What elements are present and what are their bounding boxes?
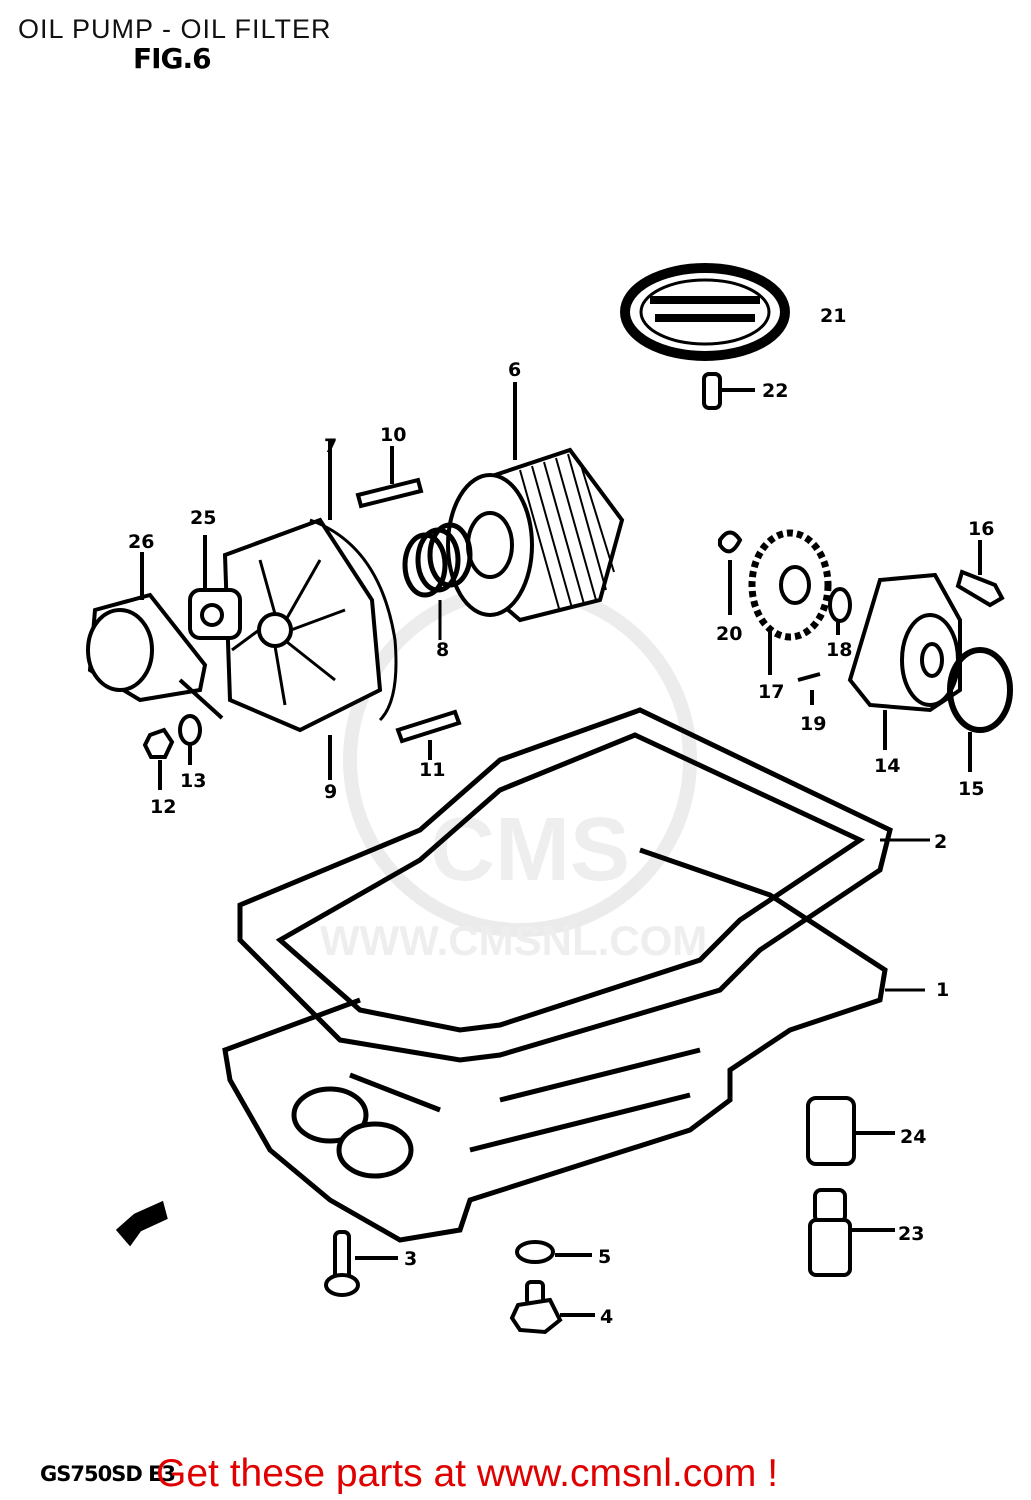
callout-2: 2 [934, 831, 947, 853]
part-14-oil-pump[interactable] [847, 572, 962, 750]
callout-1: 1 [936, 979, 949, 1001]
part-13-washer[interactable] [178, 714, 202, 765]
callout-17: 17 [758, 681, 784, 703]
callout-20: 20 [716, 623, 742, 645]
callout-3: 3 [404, 1248, 417, 1270]
part-1-oil-pan[interactable] [222, 847, 925, 1243]
part-6-oil-filter[interactable] [446, 382, 625, 623]
part-21-gasket[interactable] [620, 263, 790, 361]
part-3-bolt[interactable] [324, 1230, 398, 1297]
callout-12: 12 [150, 796, 176, 818]
part-4-drain-plug[interactable] [509, 1280, 595, 1335]
callout-10: 10 [380, 424, 406, 446]
part-25-fitting[interactable] [188, 535, 242, 640]
callout-25: 25 [190, 507, 216, 529]
front-arrow-icon [115, 1200, 168, 1247]
figure-number: FIG.6 [133, 42, 212, 75]
callout-19: 19 [800, 713, 826, 735]
callout-16: 16 [968, 518, 994, 540]
callout-14: 14 [874, 755, 900, 777]
callout-8: 8 [436, 639, 449, 661]
part-24-fitting[interactable] [806, 1096, 895, 1166]
part-18-washer[interactable] [828, 587, 852, 635]
callout-15: 15 [958, 778, 984, 800]
watermark-url: WWW.CMSNL.COM [320, 917, 707, 964]
model-code: GS750SD E3 [40, 1462, 176, 1486]
part-12-nut[interactable] [142, 727, 175, 790]
callout-6: 6 [508, 359, 521, 381]
part-26-cover-cap[interactable] [86, 552, 224, 720]
callout-9: 9 [324, 781, 337, 803]
part-22-bolt[interactable] [702, 372, 755, 410]
part-11-pin[interactable] [395, 709, 462, 760]
part-9-filter-cover[interactable] [222, 440, 398, 780]
callout-13: 13 [180, 770, 206, 792]
part-17-sprocket[interactable] [748, 529, 832, 675]
callout-labels: 1 2 3 4 5 6 7 8 9 10 11 12 13 14 15 16 1… [128, 305, 994, 1328]
part-16-bolt[interactable] [955, 540, 1005, 608]
callout-11: 11 [419, 759, 445, 781]
watermark-logo: CMS [430, 800, 630, 900]
callout-18: 18 [826, 639, 852, 661]
part-23-sensor[interactable] [808, 1188, 895, 1277]
part-20-key[interactable] [718, 530, 743, 616]
part-2-oil-pan-gasket[interactable] [237, 707, 930, 1063]
callout-5: 5 [598, 1246, 611, 1268]
promo-link[interactable]: Get these parts at www.cmsnl.com ! [156, 1452, 779, 1495]
callout-21: 21 [820, 305, 846, 327]
callout-24: 24 [900, 1126, 926, 1148]
page-title: OIL PUMP - OIL FILTER [18, 14, 332, 44]
callout-7: 7 [324, 435, 337, 457]
callout-23: 23 [898, 1223, 924, 1245]
callout-22: 22 [762, 380, 788, 402]
part-19-pin[interactable] [797, 672, 821, 705]
callout-4: 4 [600, 1306, 613, 1328]
part-10-pin[interactable] [355, 446, 424, 509]
part-8-spring[interactable] [402, 522, 473, 640]
callout-26: 26 [128, 531, 154, 553]
part-5-washer[interactable] [515, 1240, 592, 1264]
watermark: CMS WWW.CMSNL.COM [320, 583, 707, 964]
part-15-o-ring[interactable] [947, 647, 1013, 772]
